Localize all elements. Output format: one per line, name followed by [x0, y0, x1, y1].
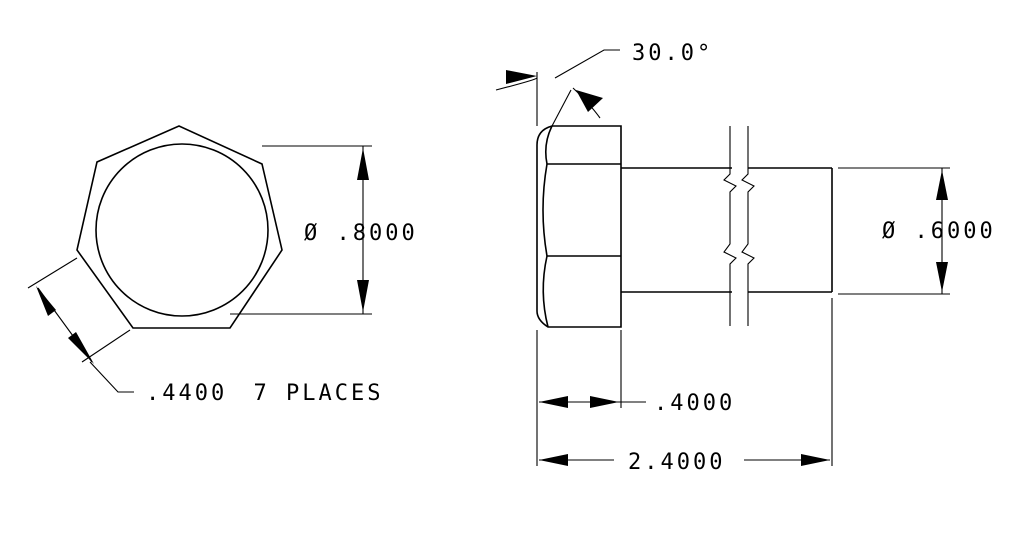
head-diameter-dimension: Ø .8000 — [230, 145, 418, 315]
side-view: 30.0° Ø .6000 .4000 2.4000 — [495, 41, 996, 475]
arrow-icon — [36, 286, 56, 316]
head-diameter-label: Ø .8000 — [304, 221, 418, 246]
head-length-label: .4000 — [654, 391, 735, 416]
arrow-icon — [936, 170, 948, 200]
break-lines — [723, 126, 755, 326]
bolt-shank — [621, 167, 833, 293]
shank-diameter-dimension: Ø .6000 — [838, 167, 996, 295]
head-bearing-circle — [95, 143, 269, 317]
shank-diameter-label: Ø .6000 — [882, 219, 996, 244]
heptagon-head-outline — [76, 125, 283, 329]
flat-width-label: .4400 7 PLACES — [146, 381, 383, 406]
overall-length-dimension: 2.4000 — [539, 298, 833, 475]
arrow-icon — [801, 454, 830, 466]
bolt-head — [536, 125, 622, 328]
chamfer-angle-label: 30.0° — [632, 41, 713, 66]
arrow-icon — [590, 396, 619, 408]
chamfer-angle-dimension: 30.0° — [495, 41, 713, 127]
flat-width-dimension: .4400 7 PLACES — [27, 257, 383, 406]
end-view: Ø .8000 .4400 7 PLACES — [27, 125, 418, 406]
overall-length-label: 2.4000 — [628, 450, 725, 475]
arrow-icon — [506, 70, 537, 84]
arrow-icon — [576, 90, 603, 112]
arrow-icon — [68, 332, 94, 364]
arrow-icon — [357, 148, 369, 180]
head-length-dimension: .4000 — [536, 330, 735, 466]
arrow-icon — [357, 280, 369, 312]
arrow-icon — [539, 396, 568, 408]
arrow-icon — [936, 262, 948, 292]
arrow-icon — [539, 454, 568, 466]
